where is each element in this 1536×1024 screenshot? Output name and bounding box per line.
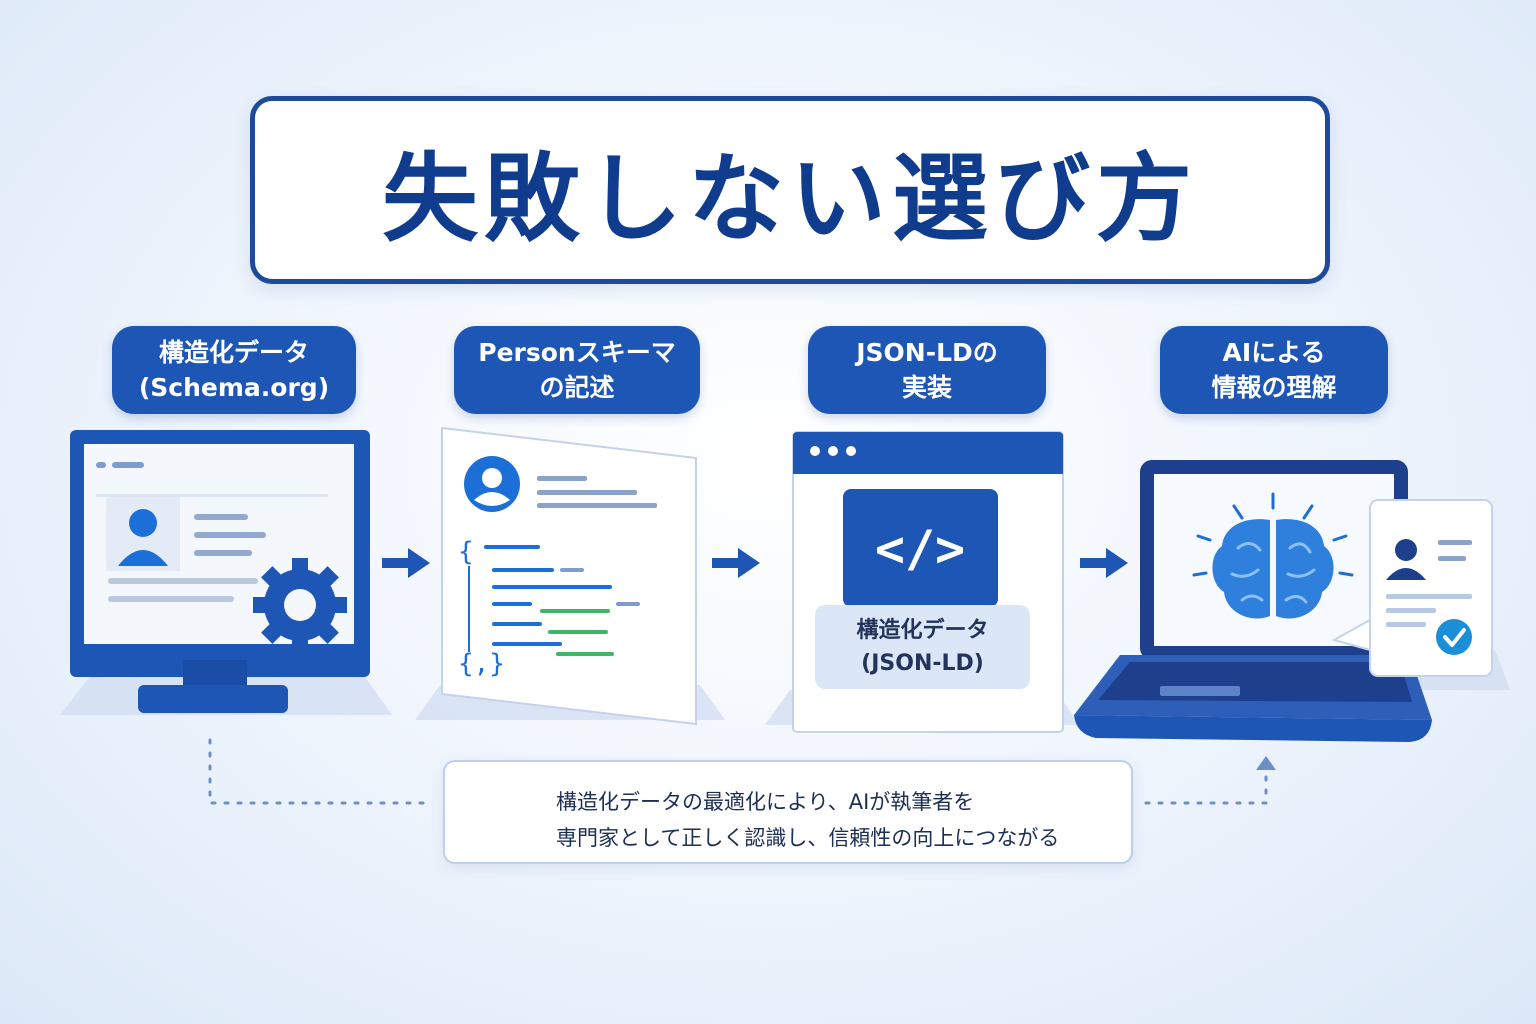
step-label-2-line2: の記述 bbox=[539, 373, 615, 402]
json-ld-label-line2: (JSON-LD) bbox=[861, 651, 984, 676]
code-document-icon: { {,} bbox=[441, 426, 697, 726]
connector-arrowhead bbox=[1256, 756, 1276, 770]
note-line-2: 専門家として正しく認識し、信頼性の向上につながる bbox=[556, 826, 1060, 850]
json-ld-label-line1: 構造化データ bbox=[856, 618, 989, 643]
title-box: 失敗しない選び方 bbox=[250, 96, 1330, 284]
page-title: 失敗しない選び方 bbox=[382, 142, 1198, 255]
note-box bbox=[443, 760, 1133, 864]
step-label-3-line1: JSON-LDの bbox=[856, 338, 998, 367]
step-label-2-line1: Personスキーマ bbox=[478, 338, 676, 367]
json-ld-label: 構造化データ (JSON-LD) bbox=[815, 605, 1030, 689]
arrow-right-icon bbox=[382, 548, 1128, 578]
dotted-connector bbox=[208, 738, 1268, 805]
step-label-4-line1: AIによる bbox=[1222, 338, 1326, 367]
code-brace-open: { bbox=[458, 537, 474, 567]
laptop-icon bbox=[1074, 460, 1432, 742]
code-tag-glyph: </> bbox=[875, 520, 965, 578]
code-brace-close: {,} bbox=[458, 649, 505, 679]
note-line-1: 構造化データの最適化により、AIが執筆者を bbox=[556, 790, 975, 814]
profile-card-icon bbox=[1331, 499, 1493, 677]
brain-icon bbox=[1192, 492, 1354, 619]
step-label-4-line2: 情報の理解 bbox=[1211, 373, 1337, 402]
step-label-2: Personスキーマ の記述 bbox=[454, 326, 700, 414]
step-label-1-line2: (Schema.org) bbox=[138, 373, 330, 402]
step-label-1: 構造化データ (Schema.org) bbox=[112, 326, 356, 414]
note-text: 構造化データの最適化により、AIが執筆者を 専門家として正しく認識し、信頼性の向… bbox=[556, 784, 1126, 856]
gear-icon bbox=[253, 558, 347, 652]
step-label-1-line1: 構造化データ bbox=[158, 338, 309, 367]
code-tag-icon: </> bbox=[843, 489, 998, 607]
user-avatar-icon bbox=[464, 456, 520, 512]
step-label-3-line2: 実装 bbox=[901, 373, 952, 402]
step-label-4: AIによる 情報の理解 bbox=[1160, 326, 1388, 414]
step-label-3: JSON-LDの 実装 bbox=[808, 326, 1046, 414]
